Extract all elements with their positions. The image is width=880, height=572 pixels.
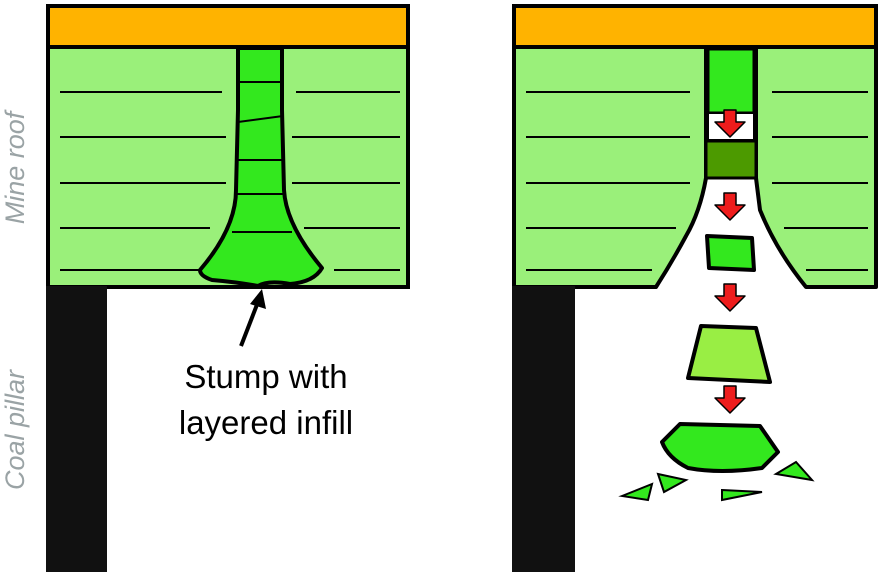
right-roof-rock bbox=[512, 45, 878, 289]
fragment-4 bbox=[773, 460, 815, 482]
fall-arrow-3 bbox=[714, 283, 746, 312]
left-coal-pillar bbox=[46, 286, 107, 572]
left-overburden bbox=[46, 4, 410, 49]
fall-arrow-2 bbox=[714, 192, 746, 221]
callout-text-line1: Stump with bbox=[184, 358, 347, 395]
left-panel: Stump with layered infill bbox=[46, 4, 410, 572]
mine-roof-label: Mine roof bbox=[0, 109, 30, 224]
callout-text-line2: layered infill bbox=[179, 404, 353, 441]
callout-arrow bbox=[239, 289, 266, 347]
falling-block-2 bbox=[686, 324, 772, 384]
stump bbox=[198, 46, 324, 288]
right-bedding-lines bbox=[526, 91, 868, 271]
fragment-1 bbox=[618, 482, 654, 502]
falling-block-3 bbox=[660, 422, 780, 473]
right-panel bbox=[512, 4, 878, 572]
right-coal-pillar bbox=[512, 286, 575, 572]
left-bedding-lines bbox=[60, 91, 400, 271]
right-overburden bbox=[512, 4, 878, 49]
fall-arrow-4 bbox=[714, 385, 746, 414]
fragment-2 bbox=[656, 472, 689, 494]
coal-pillar-label: Coal pillar bbox=[0, 369, 30, 490]
remaining-stump-block bbox=[706, 47, 756, 115]
dislodged-block bbox=[704, 139, 758, 180]
falling-block-1 bbox=[705, 234, 756, 272]
fall-arrow-1 bbox=[714, 109, 746, 138]
stump-infill-layers bbox=[232, 81, 292, 233]
fall-arrows bbox=[714, 109, 746, 414]
fragment-3 bbox=[721, 488, 763, 502]
